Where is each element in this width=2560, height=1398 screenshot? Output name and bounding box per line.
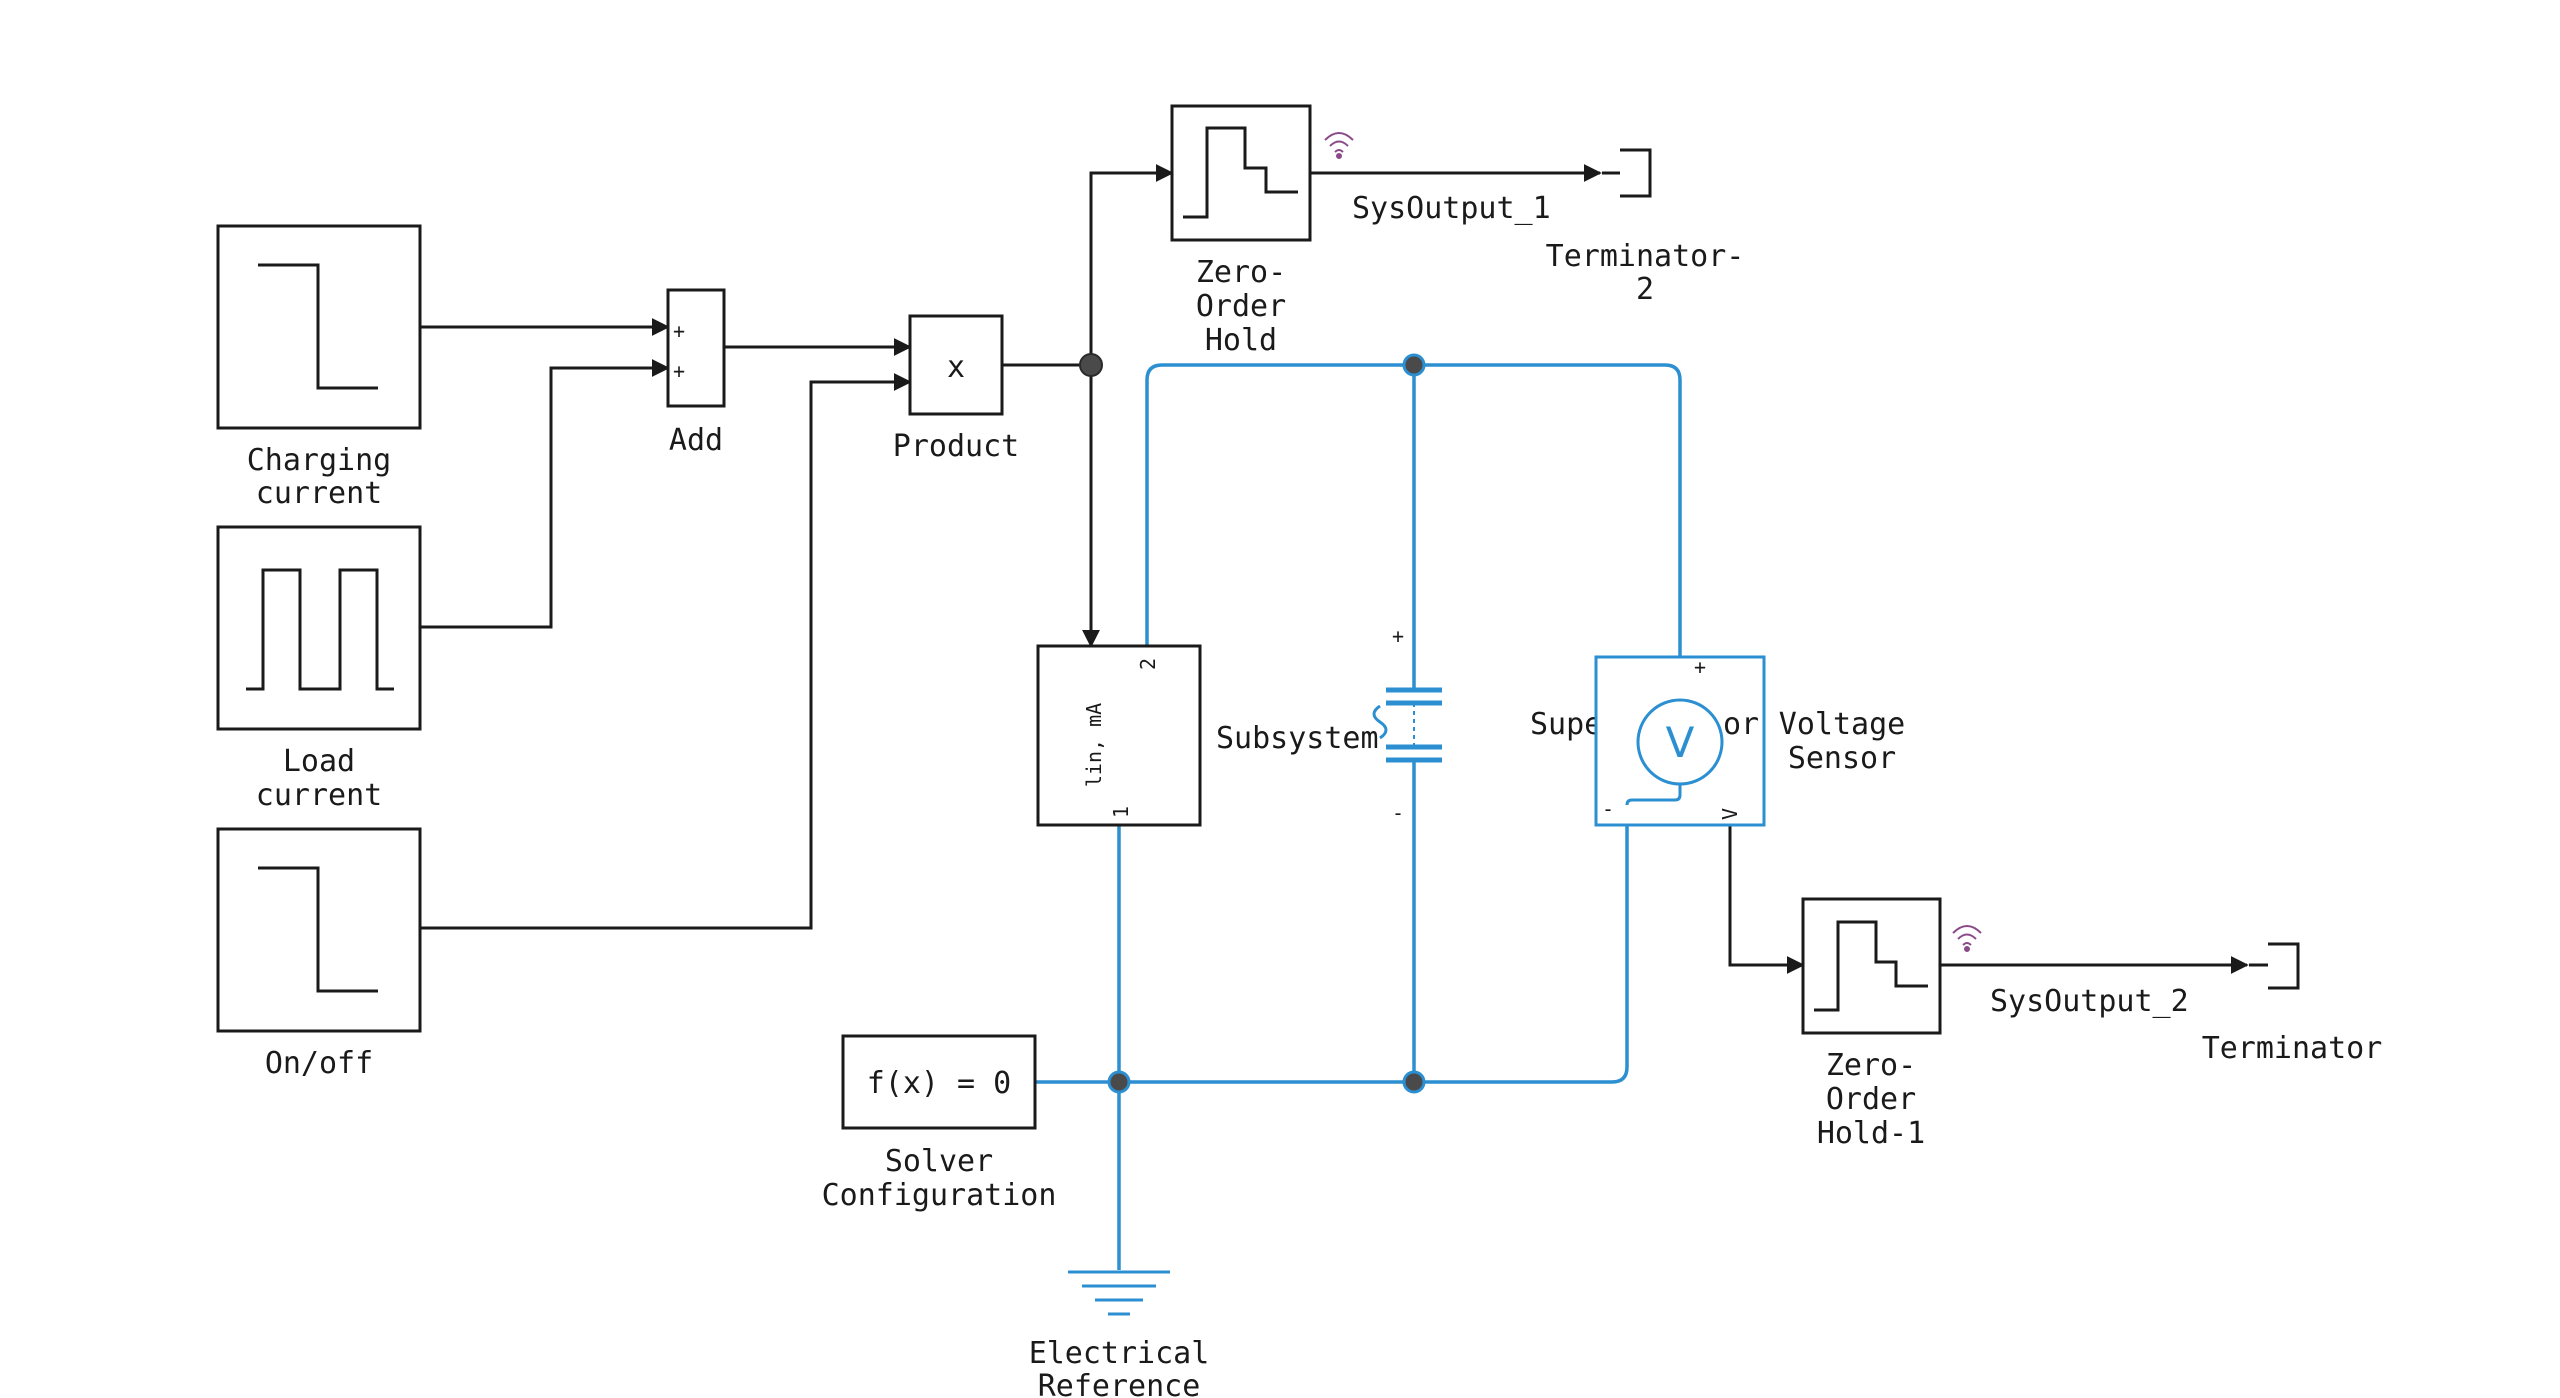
electrical-reference-label-1: Electrical <box>1029 1336 1210 1371</box>
supercap-plus: + <box>1392 624 1404 648</box>
step-down-icon <box>258 866 378 993</box>
charging-current-block[interactable]: Charging current <box>216 224 422 511</box>
zoh-label-1: Zero- <box>1196 255 1286 290</box>
step-down-icon <box>258 263 378 390</box>
ground-icon <box>1068 1270 1170 1316</box>
electrical-reference-label-2: Reference <box>1038 1369 1201 1398</box>
on-off-block[interactable]: On/off <box>216 827 422 1081</box>
add-port1-sign: + <box>673 319 685 343</box>
signal-branch-point[interactable] <box>1079 353 1103 377</box>
phys-node-top[interactable] <box>1402 353 1426 377</box>
product-block[interactable]: x Product <box>893 314 1019 464</box>
zero-order-hold-block[interactable]: Zero- Order Hold <box>1170 104 1312 358</box>
staircase-icon <box>1814 920 1928 1012</box>
voltage-sensor-label-1: Voltage <box>1779 707 1905 742</box>
load-current-block[interactable]: Load current <box>216 525 422 813</box>
solver-configuration-block[interactable]: f(x) = 0 Solver Configuration <box>822 1034 1057 1213</box>
on-off-label: On/off <box>265 1046 373 1081</box>
sysoutput-1-label[interactable]: SysOutput_1 <box>1352 191 1551 226</box>
phys-bottom-bus[interactable] <box>1036 805 1629 1084</box>
charging-current-label-1: Charging <box>247 443 392 478</box>
subsystem-port-1: 1 <box>1109 806 1133 818</box>
terminator-2-block[interactable]: Terminator- 2 <box>1546 148 1745 307</box>
terminator-block[interactable]: Terminator <box>2202 942 2383 1066</box>
supercapacitor-block[interactable]: + - Supe <box>1372 624 1602 825</box>
terminator-2-label-2: 2 <box>1636 272 1654 307</box>
line-load-to-add[interactable] <box>420 359 670 629</box>
zoh1-label-2: Order <box>1826 1082 1916 1117</box>
sensor-minus: - <box>1602 797 1614 821</box>
electrical-reference-block[interactable]: Electrical Reference <box>1029 1270 1210 1398</box>
zoh-label-3: Hold <box>1205 323 1277 358</box>
product-symbol: x <box>947 350 965 385</box>
logging-icon[interactable] <box>1324 132 1354 159</box>
line-branch-to-zoh[interactable] <box>1089 164 1174 365</box>
solver-label-2: Configuration <box>822 1178 1057 1213</box>
solver-label-1: Solver <box>885 1144 993 1179</box>
phys-node-bottom-mid[interactable] <box>1402 1070 1426 1094</box>
zero-order-hold-1-block[interactable]: Zero- Order Hold-1 <box>1801 897 1942 1151</box>
staircase-icon <box>1183 126 1298 219</box>
voltage-sensor-block[interactable]: V + - V or Voltage Sensor <box>1594 655 1905 827</box>
zoh1-label-1: Zero- <box>1826 1048 1916 1083</box>
sensor-out-port: V <box>1718 808 1742 820</box>
add-port2-sign: + <box>673 359 685 383</box>
sysoutput-2-label[interactable]: SysOutput_2 <box>1990 984 2189 1019</box>
supercap-label-tail: or <box>1723 707 1759 742</box>
load-current-label-2: current <box>256 778 382 813</box>
charging-current-label-2: current <box>256 476 382 511</box>
load-current-label-1: Load <box>283 744 355 779</box>
line-sensor-to-zoh1[interactable] <box>1728 805 1805 974</box>
voltage-sensor-label-2: Sensor <box>1788 741 1896 776</box>
physical-lines <box>1036 353 1682 1270</box>
subsystem-label: Subsystem <box>1216 721 1379 756</box>
zoh1-label-3: Hold-1 <box>1817 1116 1925 1151</box>
add-label: Add <box>669 423 723 458</box>
zoh-label-2: Order <box>1196 289 1286 324</box>
terminator-label: Terminator <box>2202 1031 2383 1066</box>
product-label: Product <box>893 429 1019 464</box>
subsystem-block[interactable]: lin, mA 2 1 Subsystem <box>1036 644 1379 827</box>
pulse-train-icon <box>246 568 394 691</box>
subsystem-port-2: 2 <box>1136 658 1160 670</box>
supercap-label: Supe <box>1530 707 1602 742</box>
phys-node-bottom-left[interactable] <box>1107 1070 1131 1094</box>
add-block[interactable]: + + Add <box>666 288 726 458</box>
line-onoff-to-product[interactable] <box>420 373 912 930</box>
logging-icon[interactable] <box>1952 925 1982 952</box>
supercap-minus: - <box>1392 801 1404 825</box>
signal-lines <box>420 164 2249 974</box>
terminator-2-label-1: Terminator- <box>1546 239 1745 274</box>
sensor-plus: + <box>1694 655 1706 679</box>
solver-symbol: f(x) = 0 <box>867 1066 1012 1101</box>
voltmeter-symbol: V <box>1666 718 1695 767</box>
subsystem-inner-text: lin, mA <box>1082 703 1106 787</box>
